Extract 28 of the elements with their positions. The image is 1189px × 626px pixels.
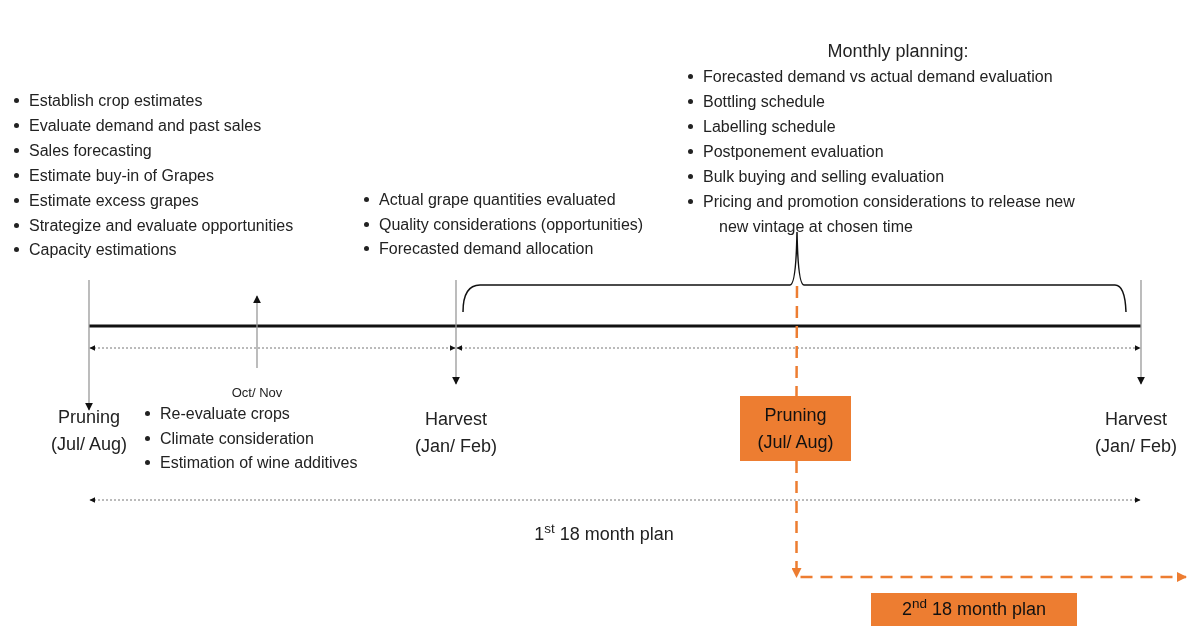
list-item: Strategize and evaluate opportunities	[29, 216, 294, 236]
milestone-label: Harvest (Jan/ Feb)	[1094, 408, 1178, 458]
list-item: Forecasted demand allocation	[379, 239, 594, 259]
list-item: Actual grape quantities evaluated	[379, 190, 616, 210]
list-item: Quality considerations (opportunities)	[379, 215, 644, 235]
date-label: Oct/ Nov	[230, 384, 284, 402]
list-item: Postponement evaluation	[703, 142, 884, 162]
plan-label: 1$^{st}$ 18 month plan	[533, 521, 675, 546]
list-item: Sales forecasting	[29, 141, 152, 161]
list-item: Bulk buying and selling evaluation	[703, 167, 945, 187]
heading: Monthly planning:	[826, 40, 970, 63]
list-item: Capacity estimations	[29, 240, 177, 260]
list-item: Climate consideration	[160, 429, 314, 449]
list-item: Forecasted demand vs actual demand evaluation	[703, 67, 1053, 87]
list-item: Estimate excess grapes	[29, 191, 199, 211]
highlight-box: 2$^{nd}$ 18 month plan	[871, 593, 1077, 626]
highlight-box: Pruning (Jul/ Aug)	[740, 396, 851, 461]
list-item: Re-evaluate crops	[160, 404, 290, 424]
list-item: Establish crop estimates	[29, 91, 203, 111]
dashed-arrow	[792, 461, 1187, 582]
milestone-label: Harvest (Jan/ Feb)	[414, 408, 498, 458]
list-item: Estimate buy-in of Grapes	[29, 166, 214, 186]
list-item: Labelling schedule	[703, 117, 836, 137]
list-item: Bottling schedule	[703, 92, 825, 112]
milestone-label: Pruning (Jul/ Aug)	[49, 406, 128, 456]
list-item: Evaluate demand and past sales	[29, 116, 262, 136]
list-item: Estimation of wine additives	[160, 453, 358, 473]
list-item: Pricing and promotion considerations to release new new vintage at chosen time	[703, 192, 1076, 237]
